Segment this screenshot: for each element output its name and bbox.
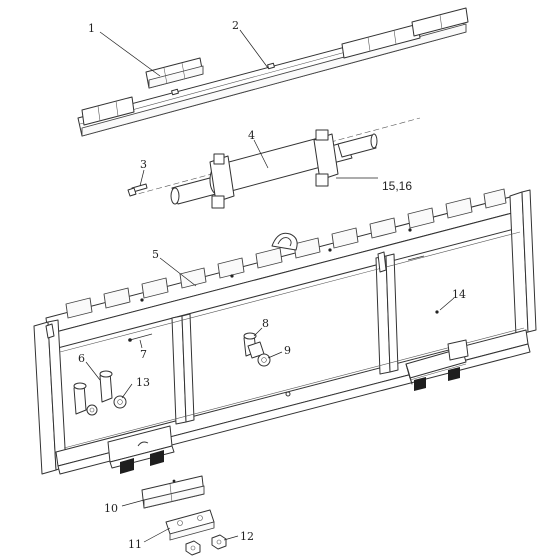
part-washer-13: [113, 395, 127, 409]
callout-1: 1: [88, 22, 95, 35]
callout-6: 6: [78, 352, 85, 365]
part-hinge-bracket: [145, 57, 204, 89]
callout-labels: 1 2 3 4 5 6 7 8 9 10 11 12 13 14 15,16: [78, 19, 466, 551]
part-slot-pin: [407, 255, 425, 261]
part-bolt-6: [73, 382, 98, 416]
part-main-frame: [33, 188, 537, 475]
leader-lines: [85, 29, 455, 543]
callout-4: 4: [248, 129, 255, 142]
part-top-rail: [77, 7, 469, 137]
part-lower-bracket-10: [141, 475, 205, 509]
part-washer-9: [257, 353, 271, 367]
callout-5: 5: [152, 248, 159, 261]
callout-10: 10: [104, 502, 118, 515]
callout-9: 9: [284, 344, 291, 357]
part-bottom-plate-11: [165, 509, 215, 541]
part-nuts-12: [185, 534, 227, 556]
callout-12: 12: [240, 530, 254, 543]
part-bolt-6b: [99, 370, 113, 403]
callout-7: 7: [140, 348, 147, 361]
callout-14: 14: [452, 288, 466, 301]
part-bolt-8: [243, 332, 265, 359]
callout-11: 11: [128, 538, 142, 551]
callout-15-16: 15,16: [382, 179, 412, 193]
callout-2: 2: [232, 19, 239, 32]
callout-13: 13: [136, 376, 150, 389]
part-shaft-assembly: [129, 117, 421, 209]
callout-3: 3: [140, 158, 147, 171]
part-left-bracket: [107, 425, 175, 474]
part-pin-7: [128, 333, 153, 342]
callout-8: 8: [262, 317, 269, 330]
part-small-pin: [127, 183, 148, 197]
part-right-bracket-14: [405, 310, 469, 391]
frame-top-tabs: [65, 188, 507, 319]
